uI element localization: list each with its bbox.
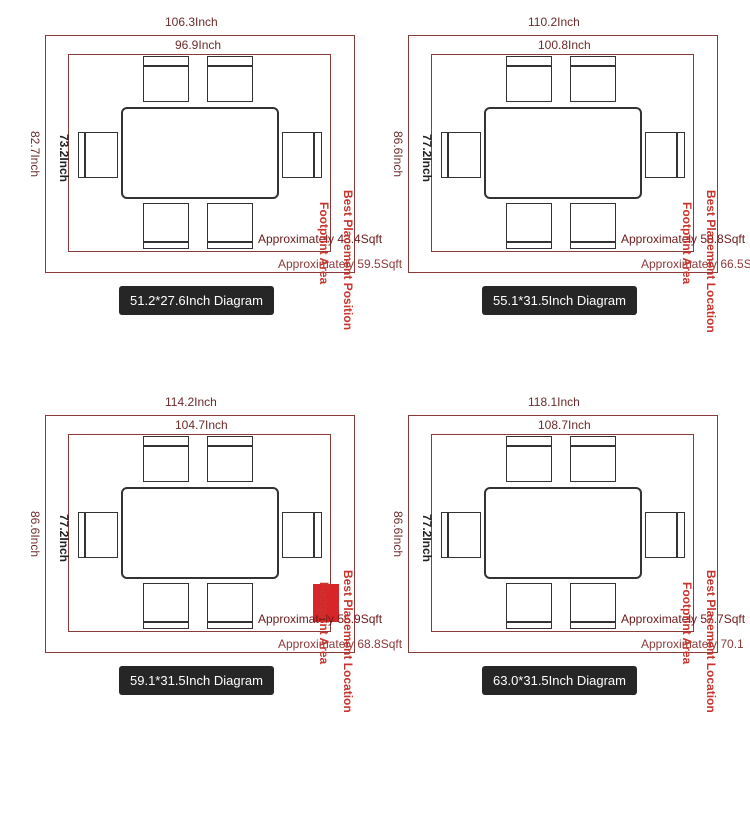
chair-icon (441, 512, 481, 558)
best-placement-label: Best Placement Position (341, 190, 355, 331)
best-placement-label: Best Placement Location (341, 570, 355, 713)
chair-icon (78, 132, 118, 178)
chair-icon (570, 583, 616, 629)
footprint-area-outline (68, 434, 331, 632)
placement-area-outline (408, 415, 718, 653)
chair-icon (143, 436, 189, 482)
chair-icon (506, 583, 552, 629)
dining-table-icon (121, 107, 279, 199)
diagram-1: 106.3Inch 96.9Inch 82.7Inch 73.2Inch App… (25, 12, 402, 330)
chair-icon (570, 203, 616, 249)
chair-icon (282, 512, 322, 558)
diagram-2: 110.2Inch 100.8Inch 86.6Inch 77.2Inch Ap… (388, 12, 750, 333)
chair-icon (570, 56, 616, 102)
footprint-area-label: Footprint Area (317, 202, 331, 285)
chair-icon (506, 436, 552, 482)
chair-icon (143, 203, 189, 249)
footprint-area-value: Approximately 50.8Sqft (621, 232, 746, 246)
placement-area-outline (45, 415, 355, 653)
footprint-area-value: Approximately 43.4Sqft (258, 232, 383, 246)
dining-table-icon (484, 487, 642, 579)
best-placement-label: Best Placement Location (704, 190, 718, 333)
footprint-area-value: Approximately 55.9Sqft (258, 612, 383, 626)
chair-icon (645, 132, 685, 178)
footprint-area-label: Footprint Area (680, 202, 694, 285)
placement-area-value: Approximately 66.5S (641, 257, 750, 271)
diagram-caption: 59.1*31.5Inch Diagram (119, 666, 274, 695)
placement-area-outline (45, 35, 355, 273)
chair-icon (207, 56, 253, 102)
chair-icon (282, 132, 322, 178)
inner-width-label: 96.9Inch (175, 38, 222, 52)
inner-height-label: 77.2Inch (420, 513, 434, 563)
inner-height-label: 73.2Inch (57, 133, 71, 183)
inner-width-label: 108.7Inch (538, 418, 591, 432)
footprint-area-outline (431, 54, 694, 252)
outer-width-label: 114.2Inch (165, 395, 217, 409)
diagram-caption: 55.1*31.5Inch Diagram (482, 286, 637, 315)
chair-icon (207, 583, 253, 629)
chair-icon (506, 203, 552, 249)
placement-area-value: Approximately 70.1 (641, 637, 744, 651)
chair-icon (506, 56, 552, 102)
dining-table-icon (484, 107, 642, 199)
diagram-3: 114.2Inch 104.7Inch 86.6Inch 77.2Inch Ap… (25, 392, 402, 713)
chair-icon (78, 512, 118, 558)
highlight-marker (313, 584, 339, 622)
chair-icon (207, 436, 253, 482)
chair-icon (207, 203, 253, 249)
placement-area-outline (408, 35, 718, 273)
outer-width-label: 106.3Inch (165, 15, 218, 29)
outer-height-label: 82.7Inch (28, 130, 42, 178)
placement-area-value: Approximately 68.8Sqft (278, 637, 403, 651)
inner-width-label: 100.8Inch (538, 38, 591, 52)
diagram-caption: 51.2*27.6Inch Diagram (119, 286, 274, 315)
outer-height-label: 86.6Inch (391, 130, 405, 178)
inner-height-label: 77.2Inch (57, 513, 71, 563)
inner-height-label: 77.2Inch (420, 133, 434, 183)
chair-icon (143, 56, 189, 102)
chair-icon (143, 583, 189, 629)
placement-area-value: Approximately 59.5Sqft (278, 257, 403, 271)
outer-width-label: 110.2Inch (528, 15, 580, 29)
outer-height-label: 86.6Inch (28, 510, 42, 558)
chair-icon (570, 436, 616, 482)
chair-icon (441, 132, 481, 178)
outer-width-label: 118.1Inch (528, 395, 580, 409)
outer-height-label: 86.6Inch (391, 510, 405, 558)
footprint-area-label: Footprint Area (317, 582, 331, 665)
diagram-4: 118.1Inch 108.7Inch 86.6Inch 77.2Inch Ap… (388, 392, 748, 713)
footprint-area-value: Approximately 57.7Sqft (621, 612, 746, 626)
footprint-area-label: Footprint Area (680, 582, 694, 665)
footprint-area-outline (431, 434, 694, 632)
footprint-area-outline (68, 54, 331, 252)
diagram-caption: 63.0*31.5Inch Diagram (482, 666, 637, 695)
dining-table-icon (121, 487, 279, 579)
chair-icon (645, 512, 685, 558)
best-placement-label: Best Placement Location (704, 570, 718, 713)
inner-width-label: 104.7Inch (175, 418, 228, 432)
